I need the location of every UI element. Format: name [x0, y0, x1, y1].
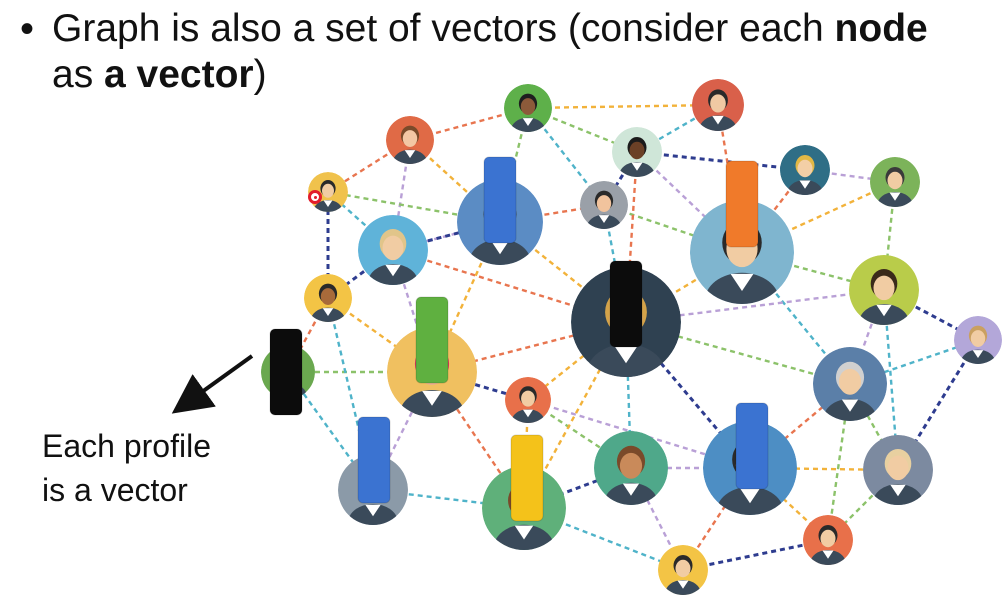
vector-bar-orange: [725, 160, 759, 248]
bullet-text-part2: as: [52, 53, 105, 96]
vector-bar-blue: [483, 156, 517, 244]
profile-avatar-icon: [954, 316, 1002, 364]
network-edge: [624, 151, 639, 323]
network-edge: [327, 138, 411, 194]
network-edge: [392, 248, 627, 324]
profile-avatar-icon: [612, 127, 662, 177]
pointer-arrow: [171, 354, 254, 414]
side-note-line1: Each profile: [42, 428, 211, 464]
profile-avatar-icon: [849, 255, 919, 325]
side-note: Each profile is a vector: [42, 424, 282, 512]
profile-avatar-icon: [870, 157, 920, 207]
vector-bar-black: [269, 328, 303, 416]
vector-bars: [269, 156, 769, 522]
network-edge: [625, 288, 885, 324]
side-note-line2: is a vector: [42, 472, 188, 508]
network-edge: [749, 466, 899, 472]
bullet-bold-node: node: [834, 7, 928, 50]
profile-avatar-icon: [304, 274, 352, 322]
profile-avatar-icon: [358, 215, 428, 285]
network-nodes: [261, 79, 1002, 595]
profile-avatar-icon: [594, 431, 668, 505]
network-edge: [741, 180, 896, 254]
profile-avatar-icon: [580, 181, 628, 229]
vector-bar-blue: [357, 416, 391, 504]
profile-avatar-icon: [504, 84, 552, 132]
vector-bar-green: [415, 296, 449, 384]
network-edge: [636, 150, 806, 172]
bullet-text: Graph is also a set of vectors (consider…: [52, 6, 992, 98]
profile-avatar-icon: [803, 515, 853, 565]
profile-avatar-icon: [658, 545, 708, 595]
vector-bar-yellow: [510, 434, 544, 522]
profile-avatar-icon: [863, 435, 933, 505]
bullet-text-part1: Graph is also a set of vectors (consider…: [52, 7, 835, 50]
bullet-bold-vector: a vector: [104, 53, 254, 96]
network-edge: [636, 103, 719, 154]
profile-avatar-icon: [505, 377, 551, 423]
profile-avatar-icon: [780, 145, 830, 195]
pointer-cursor-icon: [308, 190, 322, 204]
bullet-symbol: •: [20, 7, 35, 51]
vector-bar-blue: [735, 402, 769, 490]
network-edge: [741, 250, 885, 292]
profile-avatar-icon: [386, 116, 434, 164]
vector-bar-black: [609, 260, 643, 348]
profile-avatar-icon: [692, 79, 744, 131]
bullet-text-part3: ): [253, 53, 267, 96]
network-edge: [682, 538, 829, 572]
profile-avatar-icon: [813, 347, 887, 421]
network-edge: [527, 103, 719, 110]
